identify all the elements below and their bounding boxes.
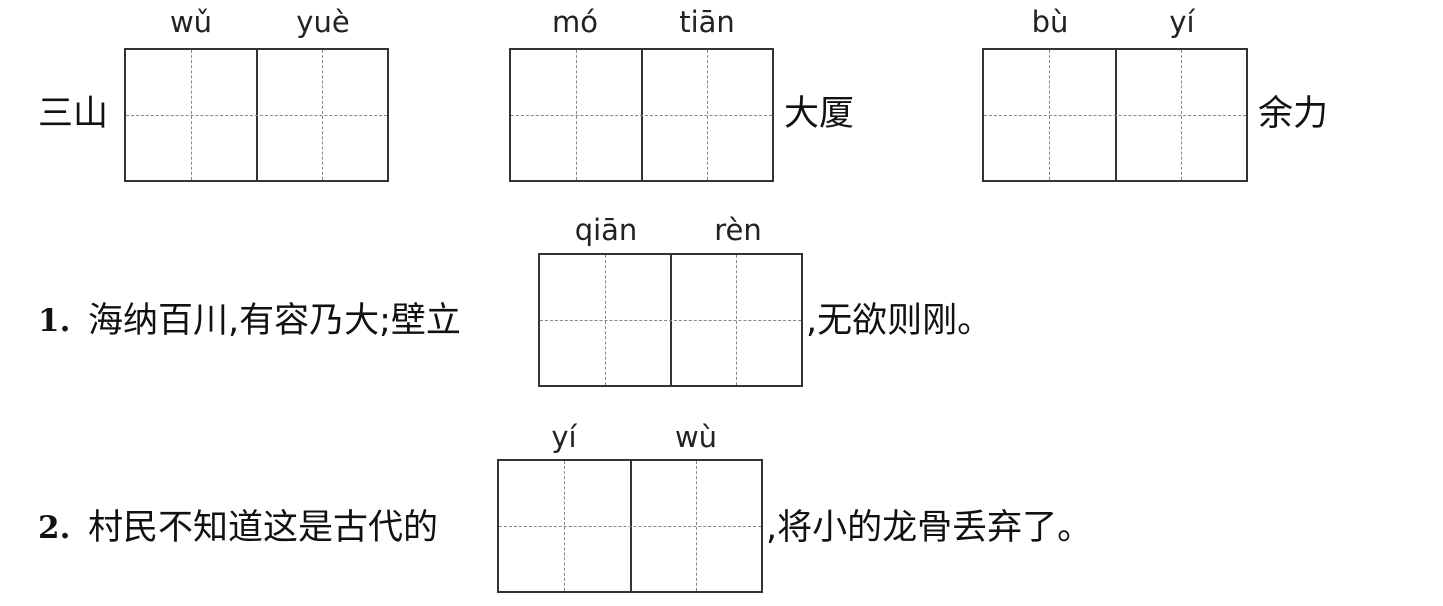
sentence-before: 村民不知道这是古代的 (88, 508, 439, 548)
sentence-before: 海纳百川,有容乃大;壁立 (88, 301, 461, 341)
suffix-text: 余力 (1258, 94, 1329, 134)
question-number: 1. (38, 303, 71, 339)
answer-box-qianren[interactable] (538, 253, 803, 387)
pinyin-tian: tiān (679, 5, 735, 39)
prefix-text: 三山 (38, 94, 109, 134)
pinyin-wu: wǔ (169, 5, 213, 39)
pinyin-qian: qiān (574, 213, 638, 247)
pinyin-yue: yuè (296, 5, 350, 39)
pinyin-mo: mó (552, 5, 598, 39)
pinyin-wu: wù (674, 420, 718, 454)
sentence-after: ,将小的龙骨丢弃了。 (766, 508, 1093, 548)
suffix-text: 大厦 (784, 94, 855, 134)
pinyin-ren: rèn (714, 213, 762, 247)
pinyin-bu: bù (1031, 5, 1069, 39)
answer-box-wuyue[interactable] (124, 48, 389, 182)
pinyin-yi: yí (1169, 5, 1195, 39)
pinyin-yi: yí (551, 420, 577, 454)
sentence-after: ,无欲则刚。 (806, 301, 993, 341)
answer-box-motian[interactable] (509, 48, 774, 182)
answer-box-buyi[interactable] (982, 48, 1248, 182)
question-number: 2. (38, 510, 71, 546)
answer-box-yiwu[interactable] (497, 459, 763, 593)
